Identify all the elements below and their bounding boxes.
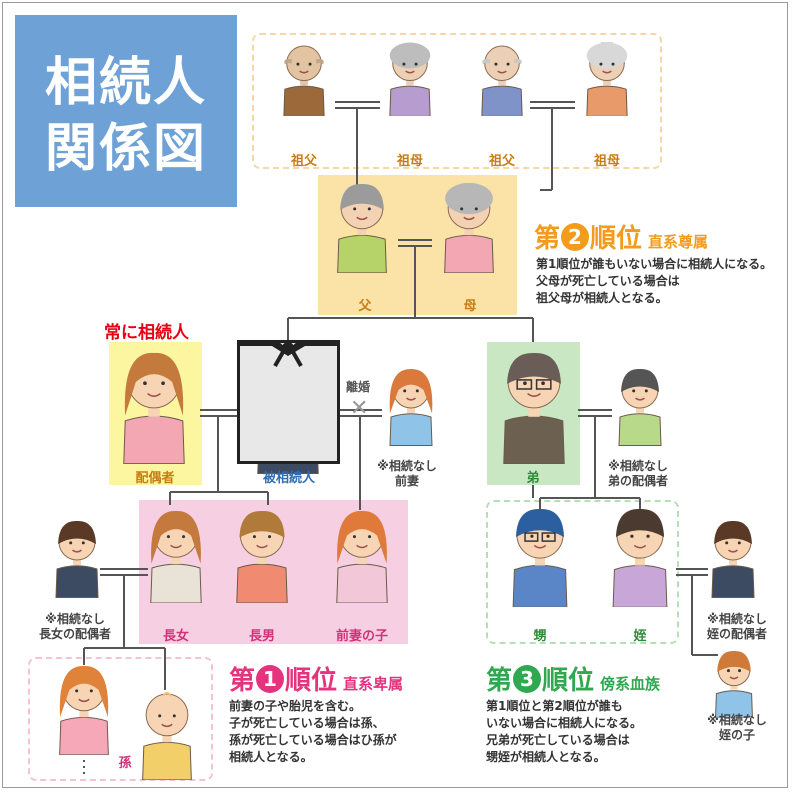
rank3-note-3: 兄弟が死亡している場合は: [486, 733, 630, 747]
rank2-suffix: 順位: [590, 224, 643, 254]
rank2-prefix: 第: [534, 224, 561, 254]
rank3-notes: 第1順位と第2順位が誰も いない場合に相続人になる。 兄弟が死亡している場合は …: [486, 698, 642, 766]
rank1-note-2: 子が死亡している場合は孫、: [229, 716, 385, 730]
nephew-niece-group: [486, 500, 679, 644]
grandchild-baby-figure: [138, 690, 196, 780]
rank3-note-4: 甥姪が相続人となる。: [486, 750, 606, 764]
ex-wife-note: ※相続なし 前妻: [367, 459, 447, 489]
rank1-note-3: 孫が死亡している場合はひ孫が: [229, 733, 397, 747]
label-spouse: 配偶者: [135, 471, 175, 486]
brother-figure: [498, 352, 570, 464]
rank3-number-badge: 3: [513, 665, 542, 693]
eldest-daughter-spouse-figure: [52, 520, 102, 598]
rank1-suffix: 順位: [285, 666, 338, 696]
label-niece: 姪: [633, 629, 647, 644]
rank2-notes: 第1順位が誰もいない場合に相続人になる。 父母が死亡している場合は 祖父母が相続…: [536, 256, 772, 307]
niece-child-name: 姪の子: [718, 728, 755, 742]
divorce-label: 離婚: [346, 380, 371, 394]
rank1-number-badge: 1: [256, 665, 285, 693]
grandchild-group: [28, 657, 213, 781]
brother-spouse-figure: [615, 368, 665, 446]
label-eldest-daughter: 長女: [162, 629, 189, 644]
niece-spouse-name: 姪の配偶者: [706, 627, 767, 641]
ex-wife-not-heir: ※相続なし: [377, 459, 437, 473]
rank1-note-1: 前妻の子や胎児を含む。: [229, 699, 362, 713]
niece-child-not-heir: ※相続なし: [707, 713, 767, 727]
rank1-notes: 前妻の子や胎児を含む。 子が死亡している場合は孫、 孫が死亡している場合はひ孫が…: [229, 698, 397, 766]
rank2-sub: 直系尊属: [648, 233, 709, 251]
mother-figure: [440, 183, 498, 273]
rank3-note-1: 第1順位と第2順位が誰も: [486, 699, 623, 713]
rank2-note-1: 第1順位が誰もいない場合に相続人になる。: [536, 257, 773, 271]
niece-child-note: ※相続なし 姪の子: [694, 713, 780, 743]
grandmother-paternal-figure: [386, 42, 434, 117]
niece-spouse-figure: [708, 520, 758, 598]
rank3-note-2: いない場合に相続人になる。: [486, 716, 643, 730]
label-grandfather-maternal: 祖父: [488, 154, 515, 169]
rank3-prefix: 第: [486, 666, 513, 696]
brother-spouse-note: ※相続なし 弟の配偶者: [598, 459, 678, 489]
grandfather-paternal-figure: [280, 42, 328, 117]
label-ex-wife-child: 前妻の子: [335, 629, 388, 644]
mourning-ribbon-icon: [237, 340, 340, 367]
rank3-sub: 傍系血族: [600, 675, 661, 693]
brother-spouse-not-heir: ※相続なし: [608, 459, 668, 473]
label-brother: 弟: [526, 471, 540, 486]
rank1-note-4: 相続人となる。: [229, 750, 313, 764]
eldest-daughter-spouse-not-heir: ※相続なし: [45, 612, 105, 626]
label-deceased: 被相続人: [262, 471, 315, 486]
father-figure: [333, 183, 391, 273]
ex-wife-figure: [386, 368, 436, 446]
memorial-portrait-frame: [237, 340, 340, 464]
eldest-daughter-figure: [146, 510, 206, 603]
niece-spouse-note: ※相続なし 姪の配偶者: [694, 612, 780, 642]
grandchild-girl-figure: [55, 665, 113, 755]
label-grandfather-paternal: 祖父: [290, 154, 317, 169]
eldest-son-figure: [232, 510, 292, 603]
spouse-figure: [118, 352, 190, 464]
grandmother-maternal-figure: [583, 42, 631, 117]
label-eldest-son: 長男: [248, 629, 275, 644]
label-grandmother-paternal: 祖母: [396, 154, 423, 169]
label-grandchild: 孫: [118, 756, 132, 771]
grandparents-group: [252, 33, 662, 169]
nephew-figure: [508, 508, 572, 608]
label-mother: 母: [463, 299, 477, 314]
niece-figure: [608, 508, 672, 608]
rank3-suffix: 順位: [542, 666, 595, 696]
niece-spouse-not-heir: ※相続なし: [707, 612, 767, 626]
eldest-daughter-spouse-note: ※相続なし 長女の配偶者: [30, 612, 120, 642]
title-line1: 相続人: [44, 53, 207, 113]
title-line2: 関係図: [44, 119, 207, 179]
rank1-sub: 直系卑属: [343, 675, 404, 693]
niece-child-figure: [712, 650, 756, 719]
title-block: 相続人 関係図: [15, 15, 237, 207]
ex-wife-child-figure: [332, 510, 392, 603]
rank2-number-badge: 2: [561, 223, 590, 251]
divorce-cross-icon: ✕: [350, 396, 369, 421]
always-heir-label: 常に相続人: [104, 323, 189, 343]
brother-spouse-name: 弟の配偶者: [607, 474, 668, 488]
label-nephew: 甥: [533, 629, 547, 644]
label-grandmother-maternal: 祖母: [593, 154, 620, 169]
rank2-note-3: 祖父母が相続人となる。: [536, 291, 668, 305]
rank2-note-2: 父母が死亡している場合は: [536, 274, 680, 288]
label-father: 父: [358, 299, 372, 314]
rank1-prefix: 第: [229, 666, 256, 696]
grandfather-maternal-figure: [478, 42, 526, 117]
eldest-daughter-spouse-name: 長女の配偶者: [38, 627, 111, 641]
ex-wife-name: 前妻: [394, 474, 419, 488]
